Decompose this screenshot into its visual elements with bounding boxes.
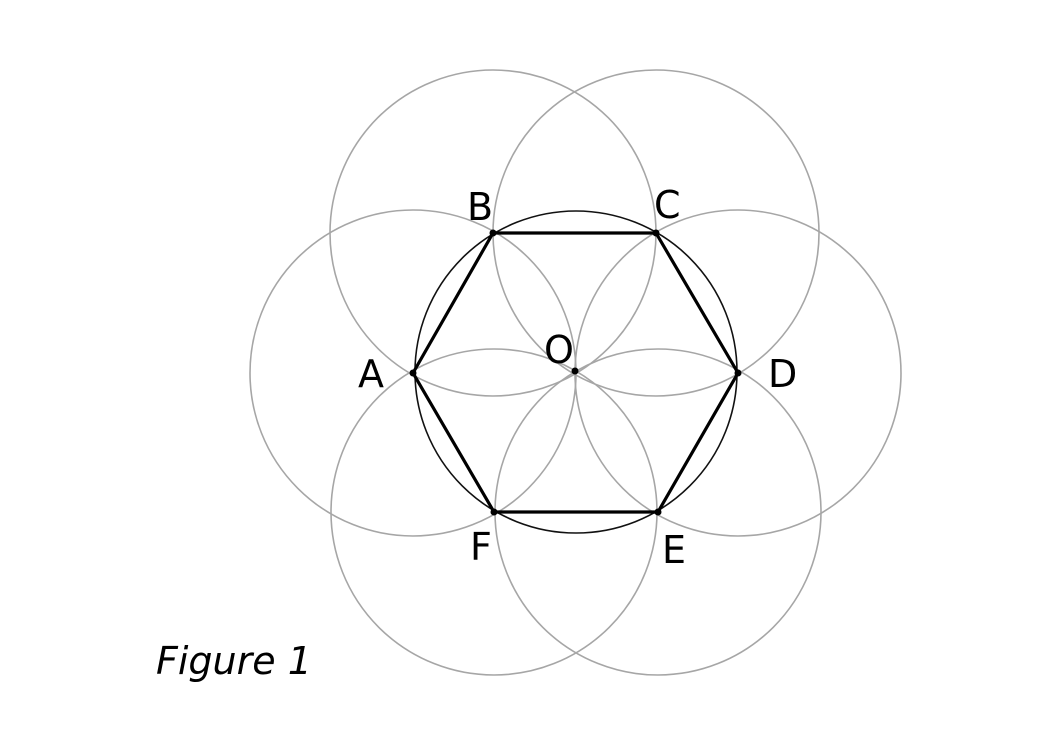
label-e: E <box>662 528 686 572</box>
label-c: C <box>654 183 681 227</box>
point-b <box>489 229 497 237</box>
label-d: D <box>768 352 797 396</box>
point-e <box>654 508 662 516</box>
label-o: O <box>544 328 574 372</box>
point-labels: A B C D E F O <box>358 183 797 572</box>
label-a: A <box>358 352 384 396</box>
point-c <box>652 229 660 237</box>
figure-caption: Figure 1 <box>156 639 312 683</box>
point-d <box>734 369 742 377</box>
point-a <box>409 369 417 377</box>
vertex-points <box>409 229 742 516</box>
point-f <box>490 508 498 516</box>
label-b: B <box>467 185 493 229</box>
point-o <box>571 367 579 375</box>
label-f: F <box>470 525 492 569</box>
